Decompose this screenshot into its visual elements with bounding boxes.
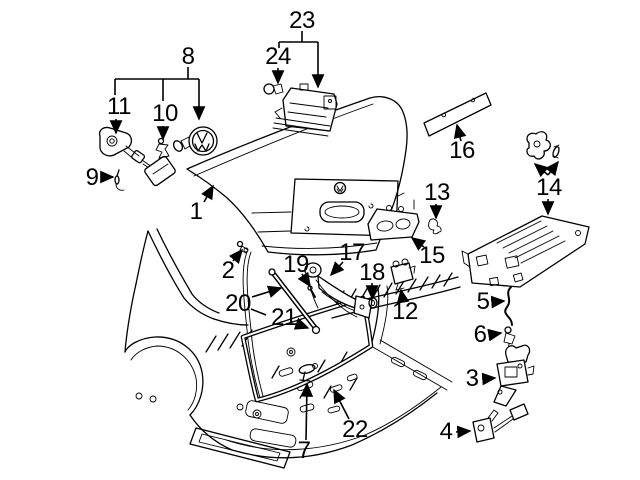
leader-line-16 bbox=[453, 123, 467, 142]
leader-line-2 bbox=[228, 248, 244, 264]
bumper-stop bbox=[298, 363, 318, 382]
leader-line-6 bbox=[487, 328, 503, 342]
leader-line-17 bbox=[329, 261, 345, 277]
lock-rod bbox=[504, 286, 513, 326]
hinge-assembly bbox=[304, 262, 373, 319]
trunk-latch bbox=[493, 344, 535, 407]
leader-line-19 bbox=[297, 271, 311, 288]
leader-line-20 bbox=[250, 308, 267, 316]
grip-trim bbox=[367, 199, 420, 241]
lid-clip bbox=[236, 240, 249, 254]
lock-carrier-bracket bbox=[461, 215, 590, 288]
striker-assembly bbox=[526, 131, 560, 160]
leader-line-14 bbox=[533, 162, 549, 178]
leader-line-7 bbox=[300, 382, 314, 441]
weatherstrip-seal bbox=[240, 295, 374, 403]
lock-cylinder-cable bbox=[472, 403, 529, 443]
leader-line-1 bbox=[201, 184, 214, 203]
leader-line-20 bbox=[251, 285, 283, 298]
filler-plate bbox=[423, 92, 492, 137]
vw-emblem bbox=[172, 126, 218, 156]
trim-clip bbox=[428, 218, 442, 235]
leader-line-3 bbox=[481, 372, 497, 386]
car-body-drawing bbox=[124, 228, 461, 469]
gas-strut bbox=[268, 268, 321, 335]
leader-line-5 bbox=[490, 295, 506, 309]
retainer-pin bbox=[114, 169, 125, 191]
leader-line-15 bbox=[410, 237, 427, 251]
leader-line-12 bbox=[396, 288, 410, 304]
license-plate-light bbox=[263, 83, 338, 137]
leader-line-22 bbox=[333, 388, 350, 420]
lock-cylinder-assembly bbox=[98, 126, 176, 187]
leader-line-21 bbox=[293, 317, 310, 330]
leader-line-14 bbox=[545, 160, 559, 177]
leader-line-4 bbox=[455, 425, 472, 439]
lock-actuator bbox=[390, 258, 416, 291]
